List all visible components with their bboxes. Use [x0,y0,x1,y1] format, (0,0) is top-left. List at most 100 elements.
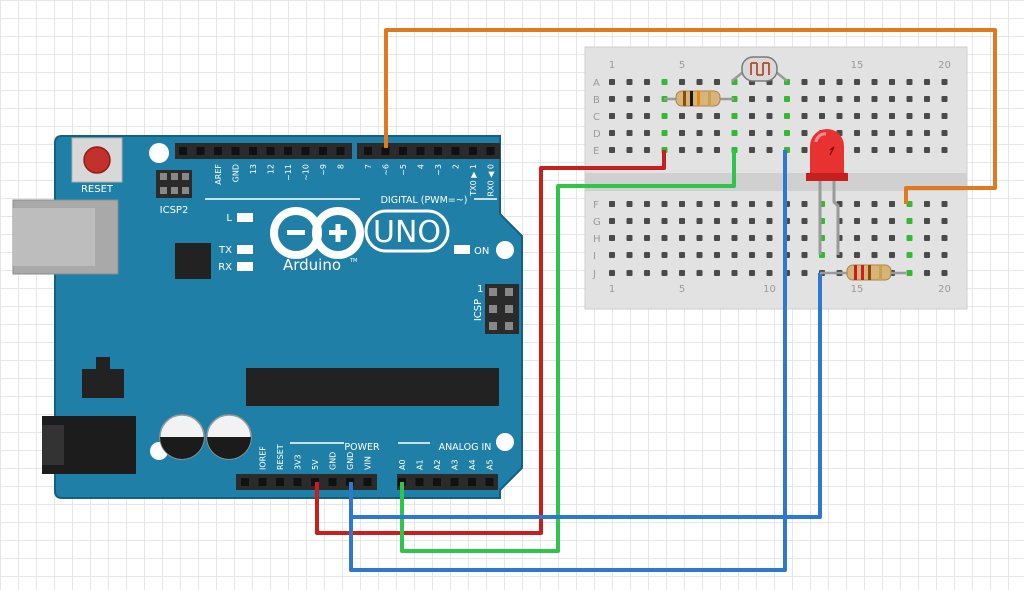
breadboard-hole[interactable] [731,130,738,136]
breadboard-hole[interactable] [871,130,878,136]
breadboard-hole[interactable] [801,235,808,241]
breadboard-hole[interactable] [906,79,913,85]
breadboard-hole[interactable] [609,270,615,276]
breadboard-hole[interactable] [784,96,790,102]
breadboard-hole[interactable] [906,96,913,102]
breadboard-hole[interactable] [679,147,685,153]
wire-red-5v[interactable] [315,150,666,535]
breadboard-hole[interactable] [644,130,650,136]
breadboard-hole[interactable] [679,130,685,136]
breadboard-hole[interactable] [714,130,720,136]
header-socket[interactable] [328,478,337,486]
breadboard-hole[interactable] [889,235,895,241]
breadboard-hole[interactable] [749,270,755,276]
breadboard-hole[interactable] [801,96,808,102]
wire-orange-pin6[interactable] [384,28,997,204]
header-socket[interactable] [363,478,372,486]
breadboard-hole[interactable] [661,130,668,136]
breadboard-hole[interactable] [661,79,668,85]
breadboard-hole[interactable] [696,270,703,276]
header-socket[interactable] [485,478,494,486]
breadboard-hole[interactable] [889,252,895,258]
breadboard-hole[interactable] [924,270,930,276]
header-socket[interactable] [399,147,407,155]
breadboard-hole[interactable] [766,218,773,224]
breadboard-hole[interactable] [941,218,948,224]
header-socket[interactable] [258,478,267,486]
header-socket[interactable] [336,147,345,155]
breadboard-hole[interactable] [766,96,773,102]
header-socket[interactable] [293,478,302,486]
breadboard-hole[interactable] [679,79,685,85]
breadboard-hole[interactable] [941,201,948,207]
breadboard-hole[interactable] [609,96,615,102]
breadboard-hole[interactable] [766,270,773,276]
breadboard-hole[interactable] [836,113,843,119]
breadboard-hole[interactable] [871,79,878,85]
breadboard-hole[interactable] [626,130,633,136]
breadboard-hole[interactable] [609,147,615,153]
header-socket[interactable] [241,478,249,486]
breadboard-hole[interactable] [854,218,860,224]
breadboard-hole[interactable] [661,235,668,241]
breadboard-hole[interactable] [801,130,808,136]
breadboard-hole[interactable] [609,252,615,258]
breadboard-hole[interactable] [906,113,913,119]
breadboard-hole[interactable] [924,218,930,224]
breadboard-hole[interactable] [626,113,633,119]
header-socket[interactable] [469,147,477,155]
breadboard-hole[interactable] [679,113,685,119]
breadboard-hole[interactable] [854,147,860,153]
header-socket[interactable] [415,478,424,486]
wire-blue-gnd-branch[interactable] [351,273,822,519]
breadboard-hole[interactable] [714,79,720,85]
breadboard-hole[interactable] [819,79,825,85]
breadboard-hole[interactable] [889,201,895,207]
breadboard-hole[interactable] [854,79,860,85]
breadboard-hole[interactable] [941,79,948,85]
breadboard-hole[interactable] [626,218,633,224]
breadboard-hole[interactable] [644,270,650,276]
header-socket[interactable] [276,478,284,486]
breadboard-hole[interactable] [749,235,755,241]
breadboard-hole[interactable] [941,130,948,136]
breadboard-hole[interactable] [661,218,668,224]
breadboard-hole[interactable] [906,235,913,241]
breadboard-hole[interactable] [609,130,615,136]
breadboard-hole[interactable] [906,218,913,224]
breadboard-hole[interactable] [644,252,650,258]
breadboard-hole[interactable] [731,270,738,276]
header-socket[interactable] [381,147,390,155]
breadboard-hole[interactable] [941,252,948,258]
breadboard-hole[interactable] [749,113,755,119]
breadboard-hole[interactable] [609,218,615,224]
breadboard-hole[interactable] [871,218,878,224]
header-socket[interactable] [266,147,275,155]
breadboard-hole[interactable] [714,201,720,207]
breadboard-hole[interactable] [749,96,755,102]
breadboard-hole[interactable] [609,79,615,85]
wire-green-a0[interactable] [400,150,736,553]
breadboard-hole[interactable] [766,252,773,258]
breadboard-hole[interactable] [801,79,808,85]
breadboard-hole[interactable] [924,147,930,153]
header-socket[interactable] [214,147,222,155]
breadboard-hole[interactable] [679,270,685,276]
breadboard-hole[interactable] [626,147,633,153]
breadboard-hole[interactable] [889,218,895,224]
breadboard-hole[interactable] [784,113,790,119]
breadboard-hole[interactable] [679,201,685,207]
breadboard-hole[interactable] [644,201,650,207]
breadboard-hole[interactable] [714,270,720,276]
breadboard-hole[interactable] [819,96,825,102]
breadboard-hole[interactable] [731,218,738,224]
breadboard-hole[interactable] [941,270,948,276]
header-socket[interactable] [450,478,459,486]
breadboard-hole[interactable] [731,252,738,258]
header-socket[interactable] [486,147,495,155]
breadboard-hole[interactable] [941,235,948,241]
breadboard-hole[interactable] [714,113,720,119]
breadboard-hole[interactable] [714,147,720,153]
breadboard-hole[interactable] [714,218,720,224]
breadboard-hole[interactable] [889,96,895,102]
